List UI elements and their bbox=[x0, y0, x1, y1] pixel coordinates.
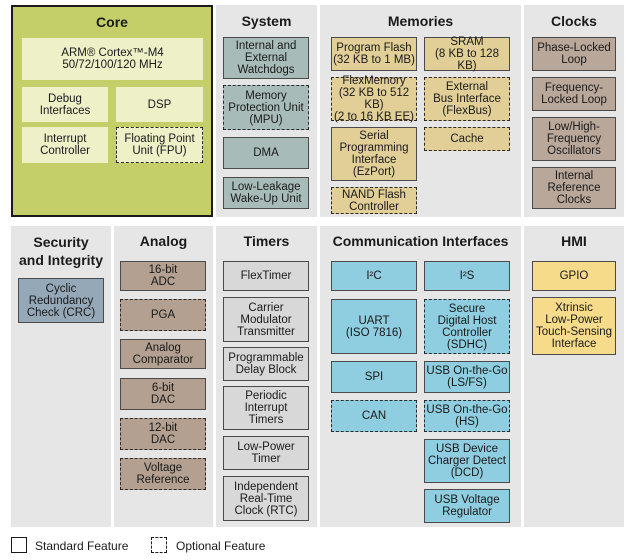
clocks-panel: Clocks Phase-Locked Loop Frequency- Lock… bbox=[524, 5, 624, 217]
standard-feature-label: Standard Feature bbox=[35, 539, 129, 553]
usb-otg-hs-block: USB On-the-Go (HS) bbox=[424, 400, 510, 432]
flexbus-block: External Bus Interface (FlexBus) bbox=[424, 77, 510, 121]
i2s-block: I²S bbox=[424, 261, 510, 291]
usb-voltage-regulator-block: USB Voltage Regulator bbox=[424, 489, 510, 523]
mpu-block: Memory Protection Unit (MPU) bbox=[223, 85, 309, 130]
standard-feature-swatch bbox=[11, 537, 27, 553]
ezport-block: Serial Programming Interface (EzPort) bbox=[331, 127, 417, 181]
cpu-block: ARM® Cortex™-M4 50/72/100/120 MHz bbox=[22, 38, 203, 80]
fpu-block: Floating Point Unit (FPU) bbox=[116, 127, 203, 163]
nand-flash-controller-block: NAND Flash Controller bbox=[331, 187, 417, 214]
system-panel: System Internal and External Watchdogs M… bbox=[216, 5, 317, 217]
flextimer-block: FlexTimer bbox=[223, 261, 309, 291]
analog-comparator-block: Analog Comparator bbox=[120, 339, 206, 369]
dma-block: DMA bbox=[223, 137, 309, 169]
cache-block: Cache bbox=[424, 127, 510, 151]
comms-title: Communication Interfaces bbox=[332, 233, 509, 249]
pga-block: PGA bbox=[120, 299, 206, 331]
security-title: Security and Integrity bbox=[18, 234, 103, 268]
internal-reference-clocks-block: Internal Reference Clocks bbox=[532, 167, 616, 209]
usb-otg-ls-fs-block: USB On-the-Go (LS/FS) bbox=[424, 361, 510, 393]
memories-title: Memories bbox=[387, 13, 454, 29]
clocks-title: Clocks bbox=[551, 13, 597, 29]
dac-6bit-block: 6-bit DAC bbox=[120, 378, 206, 410]
memories-panel: Memories Program Flash (32 KB to 1 MB) S… bbox=[320, 5, 521, 217]
can-block: CAN bbox=[331, 400, 417, 432]
voltage-reference-block: Voltage Reference bbox=[120, 458, 206, 490]
adc-16bit-block: 16-bit ADC bbox=[120, 261, 206, 291]
dsp-block: DSP bbox=[116, 87, 203, 122]
touch-sensing-interface-block: Xtrinsic Low-Power Touch-Sensing Interfa… bbox=[532, 297, 616, 355]
low-leakage-wakeup-block: Low-Leakage Wake-Up Unit bbox=[223, 177, 309, 209]
uart-block: UART (ISO 7816) bbox=[331, 299, 417, 354]
timers-panel: Timers FlexTimer Carrier Modulator Trans… bbox=[216, 226, 317, 527]
carrier-modulator-transmitter-block: Carrier Modulator Transmitter bbox=[223, 297, 309, 342]
periodic-interrupt-timers-block: Periodic Interrupt Timers bbox=[223, 386, 309, 430]
core-title: Core bbox=[96, 14, 128, 30]
timers-title: Timers bbox=[243, 233, 290, 249]
programmable-delay-block: Programmable Delay Block bbox=[223, 347, 309, 381]
dac-12bit-block: 12-bit DAC bbox=[120, 418, 206, 450]
sram-block: SRAM (8 KB to 128 KB) bbox=[424, 36, 510, 72]
pll-block: Phase-Locked Loop bbox=[532, 37, 616, 71]
fll-block: Frequency- Locked Loop bbox=[532, 77, 616, 111]
optional-feature-swatch bbox=[151, 537, 167, 553]
analog-panel: Analog 16-bit ADC PGA Analog Comparator … bbox=[114, 226, 213, 527]
system-title: System bbox=[241, 13, 292, 29]
flexmemory-block: FlexMemory (32 KB to 512 KB) (2 to 16 KB… bbox=[331, 75, 417, 123]
low-power-timer-block: Low-Power Timer bbox=[223, 436, 309, 470]
oscillators-block: Low/High- Frequency Oscillators bbox=[532, 117, 616, 161]
watchdogs-block: Internal and External Watchdogs bbox=[223, 37, 309, 79]
crc-block: Cyclic Redundancy Check (CRC) bbox=[18, 278, 104, 323]
i2c-block: I²C bbox=[331, 261, 417, 291]
hmi-title: HMI bbox=[561, 233, 587, 249]
spi-block: SPI bbox=[331, 361, 417, 393]
security-panel: Security and Integrity Cyclic Redundancy… bbox=[11, 226, 111, 527]
optional-feature-label: Optional Feature bbox=[176, 539, 266, 553]
analog-title: Analog bbox=[139, 233, 188, 249]
program-flash-block: Program Flash (32 KB to 1 MB) bbox=[331, 37, 417, 71]
core-panel: Core ARM® Cortex™-M4 50/72/100/120 MHz D… bbox=[11, 5, 213, 217]
usb-dcd-block: USB Device Charger Detect (DCD) bbox=[424, 439, 510, 483]
rtc-block: Independent Real-Time Clock (RTC) bbox=[223, 476, 309, 521]
interrupt-controller-block: Interrupt Controller bbox=[22, 127, 108, 163]
debug-interfaces-block: Debug Interfaces bbox=[22, 87, 108, 122]
comms-panel: Communication Interfaces I²C I²S UART (I… bbox=[320, 226, 521, 527]
sdhc-block: Secure Digital Host Controller (SDHC) bbox=[424, 299, 510, 354]
hmi-panel: HMI GPIO Xtrinsic Low-Power Touch-Sensin… bbox=[524, 226, 624, 527]
gpio-block: GPIO bbox=[532, 261, 616, 291]
